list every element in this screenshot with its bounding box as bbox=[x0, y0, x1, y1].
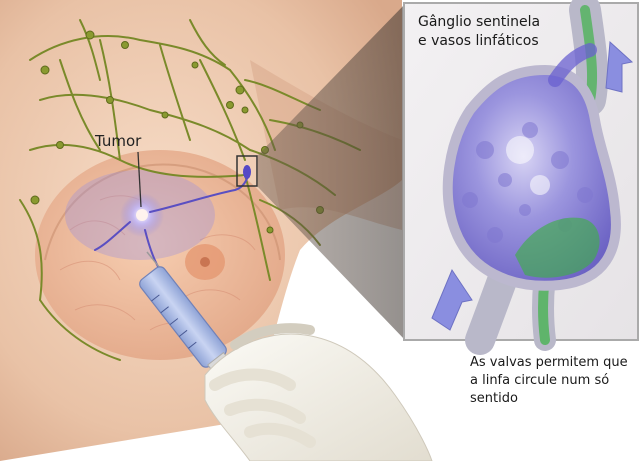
valves-note-line-2: a linfa circule num só bbox=[470, 372, 635, 390]
valves-note: As valvas permitem que a linfa circule n… bbox=[470, 354, 635, 408]
inset-title-line-2: e vasos linfáticos bbox=[418, 32, 633, 51]
sentinel-node bbox=[243, 165, 251, 179]
valves-note-line-3: sentido bbox=[470, 390, 635, 408]
valves-note-line-1: As valvas permitem que bbox=[470, 354, 635, 372]
inset-panel bbox=[404, 3, 638, 340]
gloved-hand bbox=[205, 328, 432, 461]
inset-title-line-1: Gânglio sentinela bbox=[418, 13, 633, 32]
inset-title: Gânglio sentinela e vasos linfáticos bbox=[418, 13, 633, 51]
tumor-label: Tumor bbox=[95, 132, 141, 150]
tumor-core bbox=[136, 209, 148, 221]
